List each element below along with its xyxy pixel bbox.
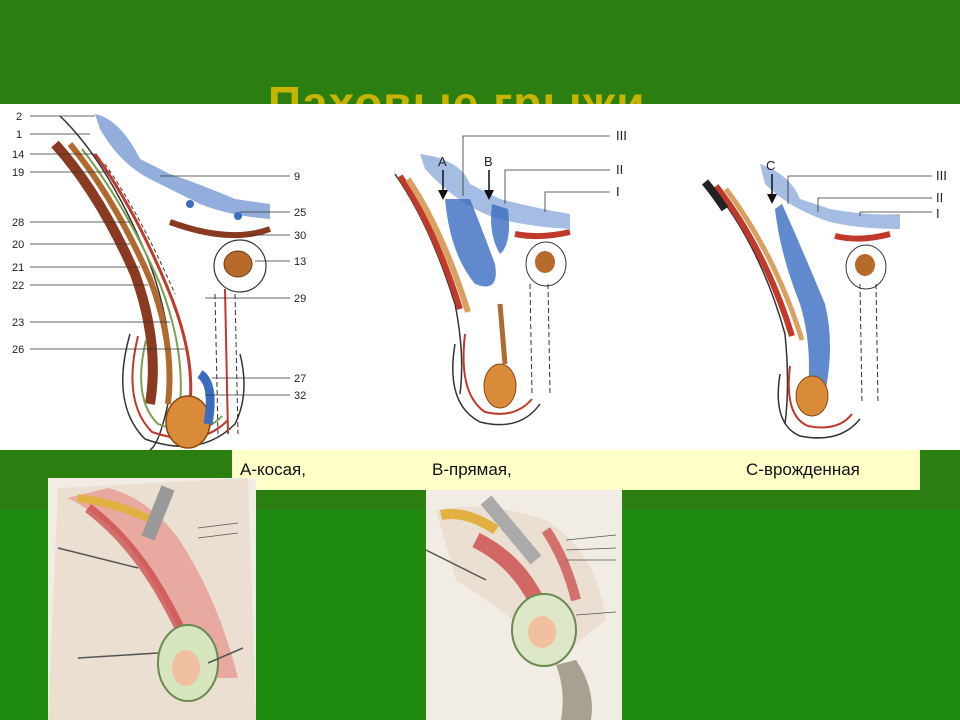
- label-right-III: III: [936, 168, 947, 183]
- marker-c: C: [766, 158, 775, 173]
- label-29: 29: [294, 293, 306, 305]
- marker-b: B: [484, 154, 493, 169]
- surgical-illustration-oblique: [48, 478, 256, 720]
- label-22: 22: [12, 280, 24, 292]
- caption-bar: А-косая, В-прямая, С-врожденная: [232, 450, 920, 490]
- label-27: 27: [294, 373, 306, 385]
- label-mid-I: I: [616, 184, 620, 199]
- label-21: 21: [12, 262, 24, 274]
- caption-congenital: С-врожденная: [746, 460, 860, 479]
- label-25: 25: [294, 207, 306, 219]
- diagram-panel: 2 1 14 19 28 20 21 22 23 26 9 25 30 13 2…: [0, 104, 960, 451]
- label-23: 23: [12, 317, 24, 329]
- label-13: 13: [294, 256, 306, 268]
- label-26: 26: [12, 344, 24, 356]
- label-mid-II: II: [616, 162, 623, 177]
- caption-oblique: А-косая,: [240, 460, 306, 479]
- label-right-I: I: [936, 206, 940, 221]
- diagram-left: 2 1 14 19 28 20 21 22 23 26 9 25 30 13 2…: [12, 111, 306, 451]
- diagram-middle: A B III II I: [394, 128, 627, 426]
- marker-a: A: [438, 154, 447, 169]
- label-28: 28: [12, 217, 24, 229]
- surgical-illustration-direct: [426, 490, 622, 720]
- label-19: 19: [12, 167, 24, 179]
- label-14: 14: [12, 149, 24, 161]
- label-20: 20: [12, 239, 24, 251]
- label-2: 2: [16, 111, 22, 123]
- label-30: 30: [294, 230, 306, 242]
- diagram-right: C III II I: [701, 158, 947, 439]
- label-9: 9: [294, 171, 300, 183]
- caption-direct: В-прямая,: [432, 460, 512, 479]
- label-32: 32: [294, 390, 306, 402]
- label-mid-III: III: [616, 128, 627, 143]
- label-1: 1: [16, 129, 22, 141]
- label-right-II: II: [936, 190, 943, 205]
